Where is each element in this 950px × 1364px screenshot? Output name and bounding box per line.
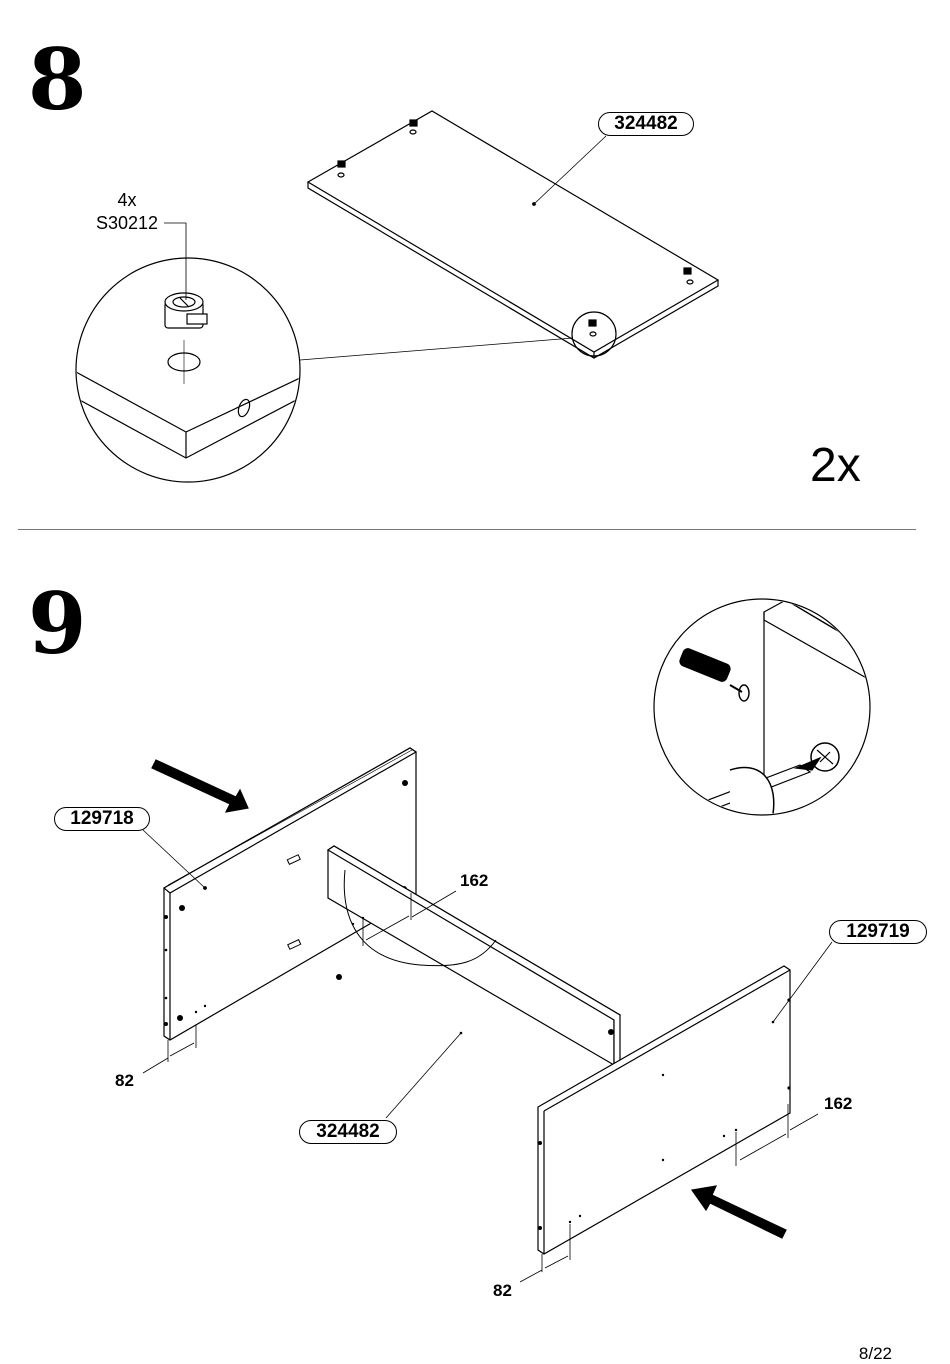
screw-detail-circle	[653, 598, 871, 816]
dimension-line-82-bottom	[519, 1224, 571, 1283]
dimension-line-162-right	[735, 1104, 819, 1166]
hardware-qty: 4x	[117, 190, 137, 210]
part-label-324482: 324482	[598, 112, 694, 136]
dimension-82-bottom: 82	[493, 1281, 512, 1300]
step-multiplier: 2x	[810, 439, 861, 492]
cam-lock-icon	[164, 292, 208, 329]
dowel-icon	[286, 854, 302, 950]
step-number-8: 8	[28, 30, 86, 129]
dimension-162-top: 162	[460, 871, 489, 890]
board-324482-step8	[306, 110, 720, 359]
part-label-324482-center: 324482	[299, 1120, 397, 1144]
page-number: 8/22	[858, 1344, 892, 1363]
part-label-129719: 129719	[829, 920, 927, 944]
push-arrow-right-icon	[690, 1185, 787, 1239]
cam-head-icon	[810, 742, 840, 772]
push-arrow-left-icon	[151, 759, 249, 813]
dimension-82-left: 82	[115, 1071, 134, 1090]
section-divider	[18, 529, 916, 530]
dimension-line-82-left	[142, 1025, 197, 1074]
connector-bolt-icon	[679, 648, 750, 702]
step-number-9: 9	[28, 574, 86, 673]
cam-detail-circle	[75, 257, 301, 483]
panel-129719	[537, 965, 791, 1255]
dimension-162-right: 162	[824, 1094, 853, 1113]
dimension-line-162-top	[362, 890, 457, 946]
hardware-code: S30212	[95, 213, 159, 233]
cam-fitting-icon	[337, 119, 694, 337]
part-label-129718: 129718	[54, 807, 150, 831]
